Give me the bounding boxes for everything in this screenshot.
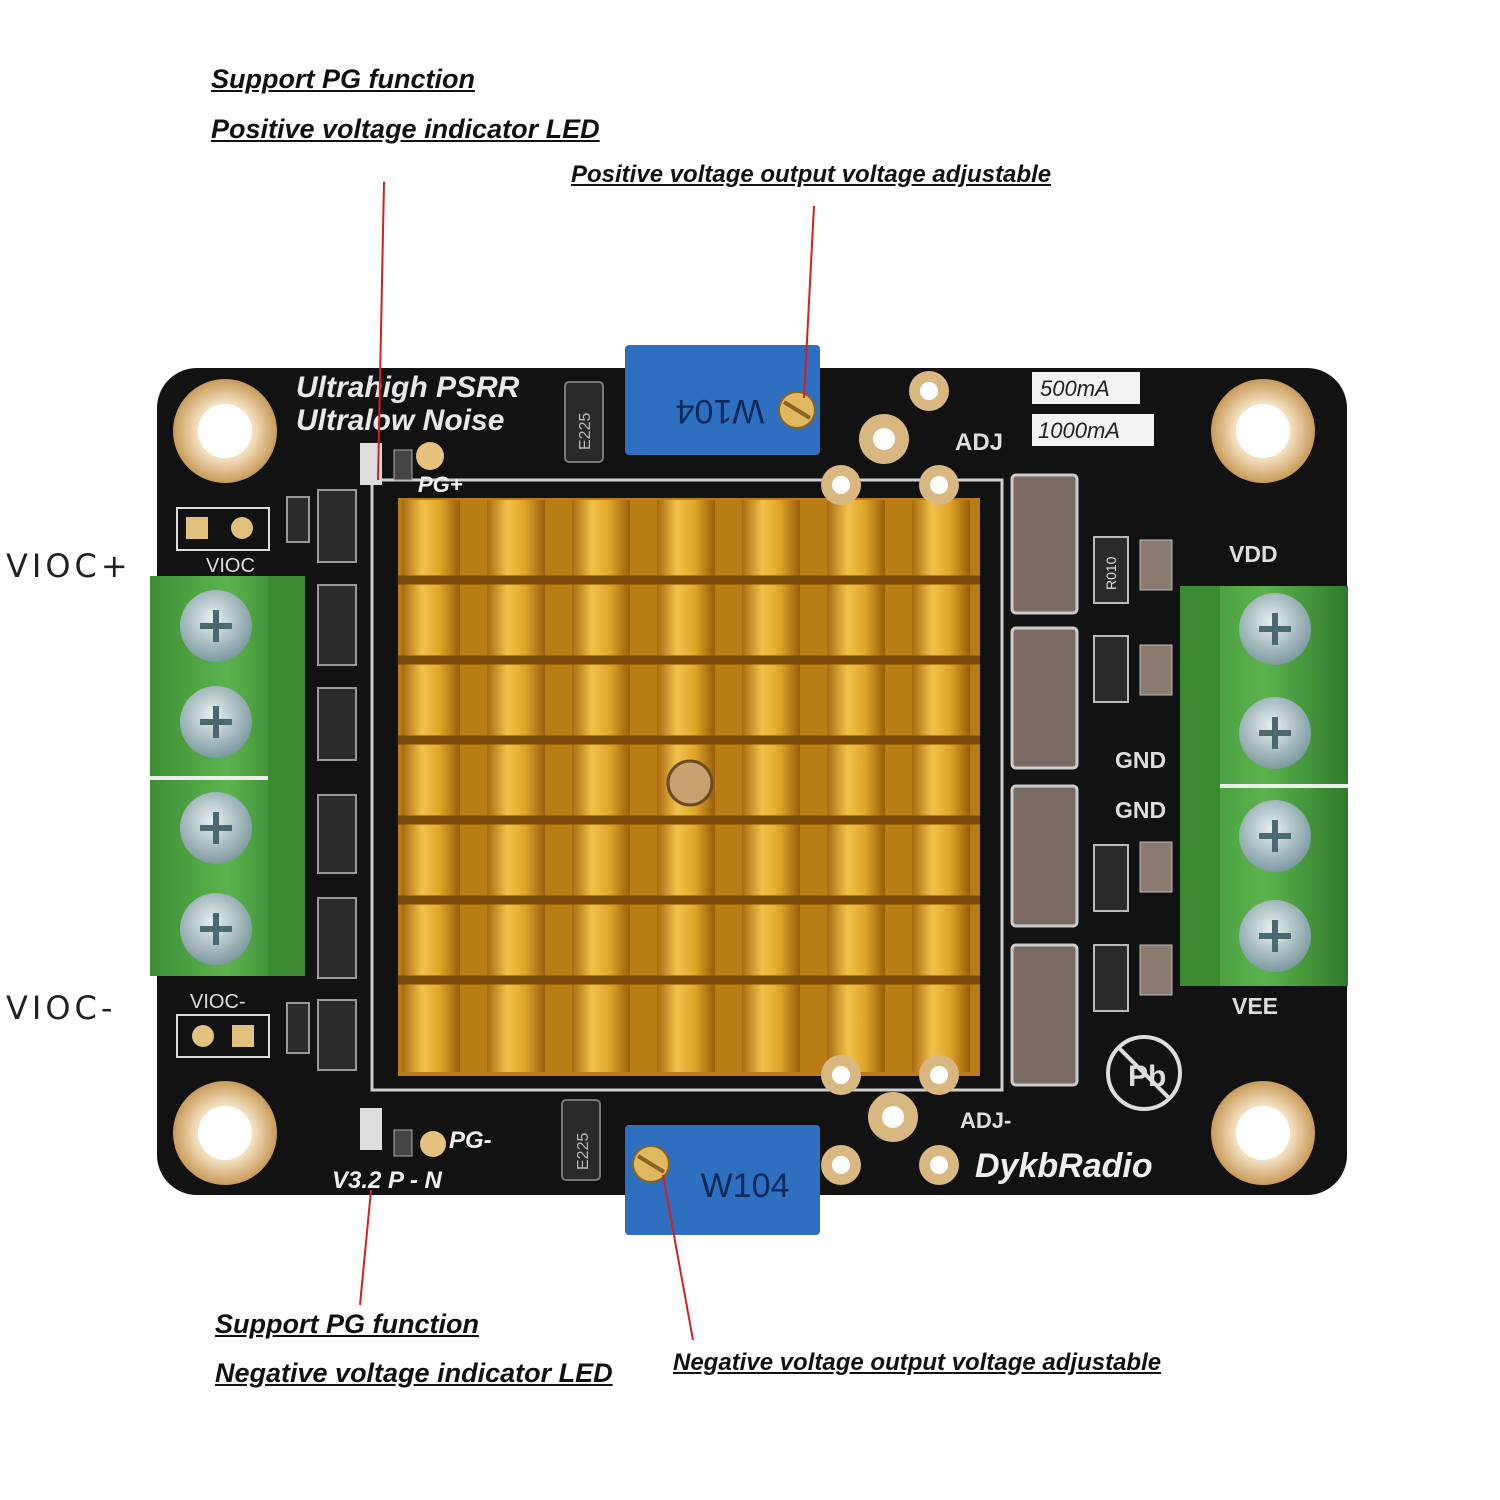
gnd-label-2: GND	[1115, 797, 1166, 823]
heatsink-rivet	[666, 759, 714, 807]
callout-negative-led: Negative voltage indicator LED	[215, 1358, 613, 1388]
pot-top-label: W104	[676, 392, 765, 430]
version-label: V3.2 P - N	[332, 1167, 442, 1194]
vee-label: VEE	[1232, 993, 1278, 1019]
vioc-top-silk: VIOC	[206, 555, 255, 577]
led-negative	[360, 1108, 382, 1150]
pg-minus-label: PG-	[449, 1127, 492, 1154]
heatsink-grooves	[398, 575, 980, 985]
right-smd-components	[1010, 473, 1173, 1087]
callout-positive-led: Positive voltage indicator LED	[211, 114, 600, 144]
callout-negative-adjust: Negative voltage output voltage adjustab…	[673, 1349, 1162, 1376]
adj-minus-label: ADJ-	[960, 1108, 1011, 1133]
mounting-holes	[173, 379, 1315, 1185]
vdd-label: VDD	[1229, 541, 1278, 567]
silkscreen-outline	[370, 478, 1004, 1092]
vioc-plus-label: VIOC+	[6, 547, 132, 585]
board-title-line2: Ultralow Noise	[296, 404, 504, 437]
gnd-label-1: GND	[1115, 747, 1166, 773]
current-1000-label: 1000mA	[1038, 418, 1120, 443]
cap-bottom-label: E225	[575, 1133, 592, 1170]
adj-pads-bottom	[821, 1055, 959, 1185]
adj-pads-top	[821, 371, 959, 505]
callout-pg-bottom: Support PG function	[215, 1309, 479, 1339]
cap-top-label: E225	[577, 413, 594, 450]
adj-label: ADJ	[955, 429, 1003, 456]
cap-top	[564, 381, 604, 463]
pot-top	[625, 345, 820, 455]
callout-pg-top: Support PG function	[211, 64, 475, 94]
terminal-right	[1180, 586, 1348, 986]
pb-free-mark	[1106, 1035, 1182, 1111]
cap-bottom	[561, 1099, 601, 1181]
pg-plus-label: PG+	[418, 472, 463, 497]
terminal-left	[150, 576, 305, 976]
led-positive	[360, 443, 382, 485]
pointer-lines	[359, 181, 815, 1341]
pot-bottom-label: W104	[701, 1167, 790, 1205]
current-500-label: 500mA	[1040, 376, 1110, 401]
vioc-bottom-silk: VIOC-	[190, 991, 246, 1013]
brand-label: DykbRadio	[975, 1147, 1153, 1185]
vioc-minus-label: VIOC-	[6, 989, 117, 1027]
board-title-line1: Ultrahigh PSRR	[296, 371, 520, 404]
left-smd-components	[286, 489, 357, 1071]
resistor-label: R010	[1103, 556, 1119, 590]
pb-label: Pb	[1128, 1060, 1166, 1093]
pot-bottom	[625, 1125, 820, 1235]
callout-positive-adjust: Positive voltage output voltage adjustab…	[571, 161, 1052, 188]
